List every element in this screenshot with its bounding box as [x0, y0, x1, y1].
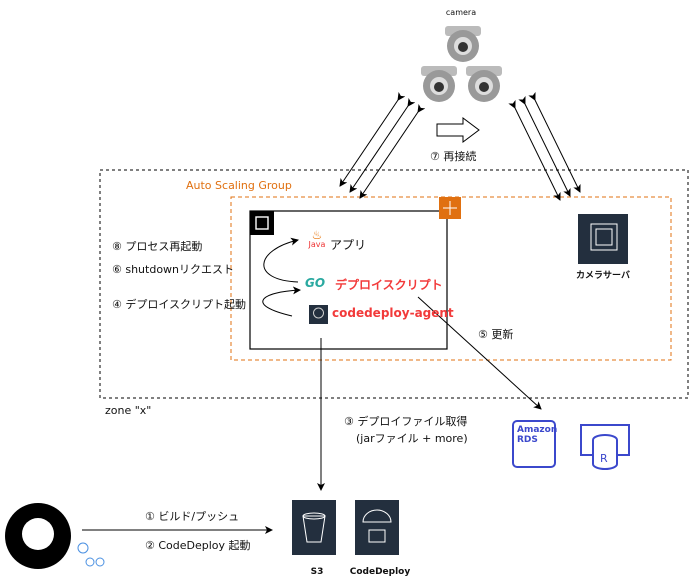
camera-server-icon: [578, 214, 628, 264]
zone-label: zone "x": [105, 404, 152, 417]
rds-icon: Amazon RDS: [512, 420, 557, 468]
step-fetch: ③ デプロイファイル取得: [344, 415, 468, 428]
rds-replica-icon: R: [580, 424, 630, 470]
camera-links-right: [508, 91, 581, 201]
step-update: ⑤ 更新: [478, 328, 514, 341]
restart-arrow: [263, 237, 299, 283]
step-restart: ⑧ プロセス再起動: [112, 240, 203, 253]
camera-server-label: カメラサーバ: [576, 271, 630, 281]
camera-icon: [445, 26, 481, 62]
s3-label: S3: [310, 567, 324, 577]
s3-icon: [292, 500, 336, 555]
github-actions-icon: [5, 503, 105, 569]
camera-links-left: [339, 91, 426, 199]
deploy-script-label: デプロイスクリプト: [335, 278, 443, 292]
camera-icon: [421, 66, 457, 102]
reconnect-label: ⑦ 再接続: [430, 150, 477, 163]
camera-label: camera: [445, 8, 477, 17]
java-icon: ♨Java: [308, 228, 326, 249]
app-label: アプリ: [330, 238, 367, 252]
step-start-script: ④ デプロイスクリプト起動: [112, 298, 247, 311]
codedeploy-agent-icon: [309, 305, 328, 324]
codedeploy-icon: [355, 500, 399, 555]
svg-text:R: R: [600, 452, 608, 465]
ec2-chip-icon: [250, 211, 274, 235]
step-shutdown: ⑥ shutdownリクエスト: [112, 263, 235, 276]
auto-scaling-icon: [439, 197, 461, 219]
step-codedeploy-start: ② CodeDeploy 起動: [145, 539, 251, 552]
go-icon: GO: [305, 276, 326, 290]
codedeploy-label: CodeDeploy: [349, 567, 411, 577]
step-fetch-sub: (jarファイル + more): [356, 432, 468, 445]
update-arrow: [417, 296, 542, 410]
asg-label: Auto Scaling Group: [186, 179, 292, 192]
agent-label: codedeploy-agent: [332, 306, 454, 320]
camera-icon: [466, 66, 502, 102]
start-script-arrow: [262, 286, 301, 317]
reconnect-arrow: [436, 117, 480, 143]
step-build: ① ビルド/プッシュ: [145, 510, 240, 523]
